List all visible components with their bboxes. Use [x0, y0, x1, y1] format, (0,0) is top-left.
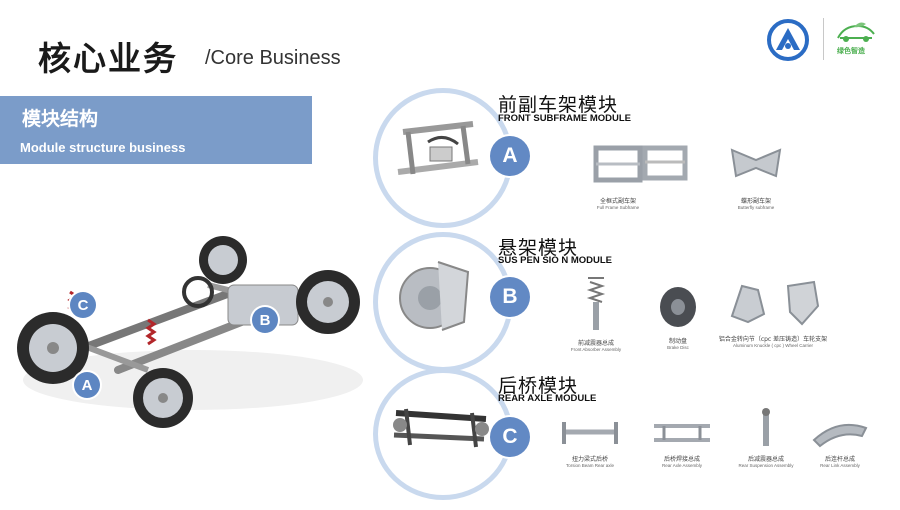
part-label-cn: 扭力梁式后桥: [571, 456, 608, 463]
car-chassis-image: [8, 230, 368, 430]
rear-axle-module-image: [386, 395, 496, 459]
part-brake-disc: 制动盘 Brake Disc: [638, 282, 718, 350]
company-logo: [766, 18, 810, 66]
module-c-title-cn: 后桥模块: [498, 375, 579, 397]
part-label-en: Rear Link Assembly: [820, 463, 860, 468]
part-full-frame-subframe: 全框式副车架 Full Frame Subframe: [578, 136, 658, 210]
part-rear-link: 后连杆总成 Rear Link Assembly: [800, 414, 880, 468]
part-label-cn: 前减震器总成: [577, 340, 614, 347]
module-a-title-en: FRONT SUBFRAME MODULE: [498, 113, 631, 124]
full-frame-subframe-image-2: [640, 140, 690, 192]
green-logo-text: 绿色智造: [837, 47, 865, 55]
part-label-cn: 制动盘: [668, 338, 687, 345]
page-title: 核心业务: [38, 39, 178, 78]
module-a-title-cn: 前副车架模块: [498, 94, 619, 116]
section-title-cn: 模块结构: [22, 108, 99, 130]
suspension-module-image: [398, 252, 478, 346]
part-label-en: Aluminum Knuckle ( cpc ) Wheel Carrier: [732, 343, 814, 348]
front-absorber-icon: [586, 277, 606, 330]
part-aluminum-knuckle: 铝合金转向节（cpc 差压铸造）车轮支架 Aluminum Knuckle ( …: [718, 276, 828, 348]
part-label-en: Rear Suspension Assembly: [738, 463, 794, 468]
part-label-en: Front Absorber Assembly: [570, 347, 622, 352]
part-label-cn: 后连杆总成: [824, 456, 855, 463]
car-badge-c: C: [70, 292, 96, 318]
brake-disc-icon: [660, 287, 696, 327]
part-label-en: Brake Disc: [667, 345, 689, 350]
section-title-en: Module structure business: [20, 140, 186, 155]
part-label-en: Torsion Beam Rear axle: [565, 463, 615, 468]
part-label-en: Rear Axle Assembly: [661, 463, 703, 468]
front-subframe-image: [388, 112, 488, 196]
part-label-en: Butterfly subframe: [737, 205, 775, 210]
part-rear-suspension: 后减震器总成 Rear Suspension Assembly: [726, 406, 806, 468]
module-c-badge: C: [490, 417, 530, 457]
part-label-cn: 后桥焊接总成: [663, 456, 700, 463]
car-badge-b: B: [252, 307, 278, 333]
green-logo: [834, 18, 878, 50]
butterfly-subframe-icon: [730, 148, 782, 178]
part-label-cn: 蝶形副车架: [740, 198, 771, 205]
part-torsion-beam: 扭力梁式后桥 Torsion Beam Rear axle: [550, 414, 630, 468]
part-label-en: Full Frame Subframe: [596, 205, 640, 210]
aluminum-knuckle-icon: [730, 280, 820, 326]
rear-suspension-icon: [762, 408, 770, 446]
full-frame-subframe-icon: [593, 145, 643, 183]
part-rear-axle-assembly: 后桥焊接总成 Rear Axle Assembly: [642, 414, 722, 468]
module-b-badge: B: [490, 277, 530, 317]
page-subtitle: /Core Business: [205, 47, 341, 69]
part-butterfly-subframe: 蝶形副车架 Butterfly subframe: [716, 136, 796, 210]
module-b-title-en: SUS PEN SIO N MODULE: [498, 255, 613, 266]
module-c-title-en: REAR AXLE MODULE: [498, 393, 597, 404]
rear-axle-assembly-icon: [654, 424, 710, 442]
rear-link-icon: [812, 424, 868, 448]
module-a-badge: A: [490, 136, 530, 176]
part-label-cn: 后减震器总成: [747, 456, 784, 463]
logo-divider: [823, 18, 824, 60]
part-front-absorber: 前减震器总成 Front Absorber Assembly: [556, 272, 636, 352]
section-band: [0, 96, 312, 164]
torsion-beam-icon: [562, 422, 618, 444]
part-label-cn: 全框式副车架: [599, 198, 636, 205]
car-badge-a: A: [74, 372, 100, 398]
module-b-title-cn: 悬架模块: [498, 237, 579, 259]
part-label-cn: 铝合金转向节（cpc 差压铸造）车轮支架: [718, 336, 828, 343]
